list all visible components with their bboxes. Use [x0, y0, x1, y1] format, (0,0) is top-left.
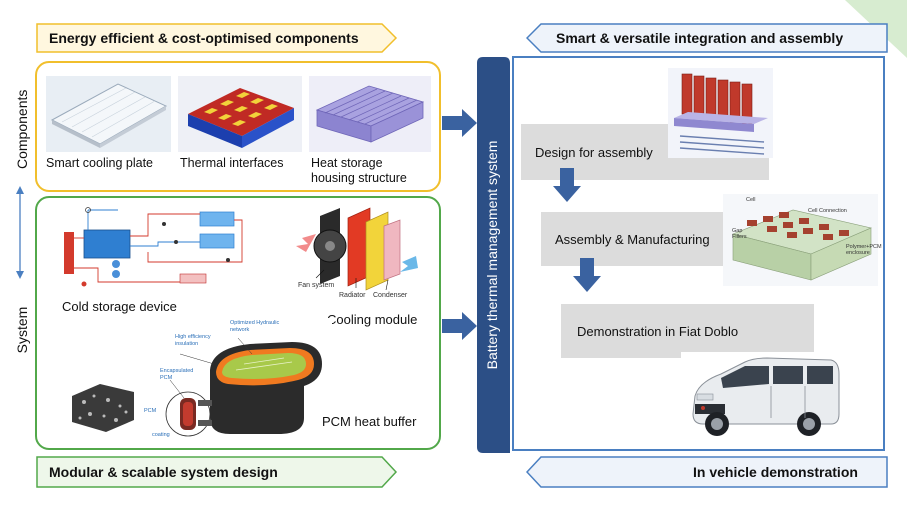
pcm-high-eff-label: High efficiency insulation: [175, 334, 211, 347]
cooling-fan-label: Fan system: [298, 282, 335, 289]
side-label-components: Components: [14, 89, 30, 169]
thermal-interfaces-image: [178, 76, 302, 152]
cooling-condenser-label: Condenser: [373, 292, 408, 299]
pcm-coating-label: coating: [152, 432, 170, 438]
thermal-interfaces-label: Thermal interfaces: [180, 156, 284, 170]
battery-cell-label: Cell: [746, 197, 756, 203]
cooling-module-image: [296, 204, 420, 300]
battery-connection-label: Cell Connection: [808, 208, 847, 214]
banner-bottom-left: Modular & scalable system design: [49, 464, 278, 480]
step-demonstration: Demonstration in Fiat Doblo: [561, 304, 814, 358]
banner-top-right: Smart & versatile integration and assemb…: [556, 30, 844, 46]
assembly-manufacturing-image: [723, 194, 878, 286]
side-double-arrow: [16, 186, 24, 279]
integration-box: [512, 56, 885, 451]
cooling-radiator-label: Radiator: [339, 292, 366, 299]
arrow-components-to-bar: [442, 109, 477, 137]
smart-cooling-plate-label: Smart cooling plate: [46, 156, 154, 170]
central-bar-label: Battery thermal management system: [484, 140, 500, 370]
fiat-doblo-image: [681, 352, 846, 442]
step-arrow-2: [573, 258, 601, 292]
arrow-system-to-bar: [442, 312, 477, 340]
battery-gap-fillers-label: Gap Fillers: [732, 228, 747, 240]
pcm-pcm-label: PCM: [144, 408, 157, 414]
heat-storage-label-line1: Heat storage: [311, 156, 383, 170]
components-box: [35, 61, 441, 192]
heat-storage-housing-image: [309, 76, 431, 152]
cooling-module-label: Cooling module: [327, 312, 418, 327]
pcm-optimized-label: Optimized Hydraulic network: [230, 320, 280, 333]
step-arrow-1: [553, 168, 581, 202]
system-box: [35, 196, 441, 450]
banner-bottom-right-shape: [526, 456, 888, 488]
pcm-encapsulated-label: Encapsulated PCM: [160, 368, 194, 381]
banner-top-left-shape: [36, 23, 398, 53]
step-demonstration-label: Demonstration in Fiat Doblo: [577, 323, 739, 339]
cold-storage-device-image: [58, 202, 258, 294]
banner-bottom-left-shape: [36, 456, 398, 488]
step-assembly-manufacturing-label: Assembly & Manufacturing: [555, 231, 710, 247]
step-design-for-assembly-label: Design for assembly: [535, 144, 653, 160]
smart-cooling-plate-image: [46, 76, 171, 152]
banner-bottom-right: In vehicle demonstration: [693, 464, 858, 480]
central-bar-shape: [477, 57, 510, 453]
design-for-assembly-image: [668, 68, 773, 158]
pcm-heat-buffer-image: [60, 318, 332, 444]
cold-storage-label: Cold storage device: [62, 299, 177, 314]
heat-storage-label-line2: housing structure: [311, 171, 407, 185]
banner-top-right-shape: [526, 23, 888, 53]
pcm-heat-buffer-label: PCM heat buffer: [322, 414, 417, 429]
banner-top-left: Energy efficient & cost-optimised compon…: [49, 30, 359, 46]
battery-polymer-label: Polymer+PCM enclosure: [846, 244, 882, 256]
side-label-system: System: [14, 306, 30, 354]
